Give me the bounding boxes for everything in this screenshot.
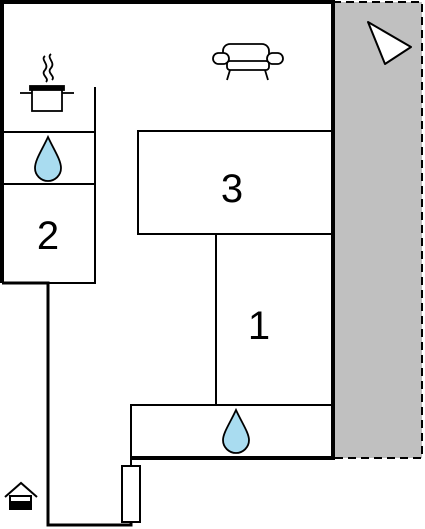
room-3-outline	[137, 130, 334, 235]
water-drop-icon	[222, 407, 250, 454]
room-2-label: 2	[37, 214, 59, 258]
water-drop-icon	[34, 134, 62, 182]
room-3-label: 3	[221, 167, 243, 211]
room-1-label: 1	[248, 304, 270, 348]
house-entrance-icon	[4, 481, 38, 510]
sofa-icon	[212, 43, 284, 81]
corridor-wall	[2, 281, 133, 527]
cooking-pot-icon	[20, 53, 74, 112]
entrance-door	[121, 465, 141, 523]
outer-wall	[0, 0, 335, 460]
terrace-area	[332, 1, 423, 459]
bottom-bathroom-wall	[130, 404, 333, 458]
left-block-wall	[2, 87, 96, 284]
north-arrow-icon	[367, 21, 412, 65]
